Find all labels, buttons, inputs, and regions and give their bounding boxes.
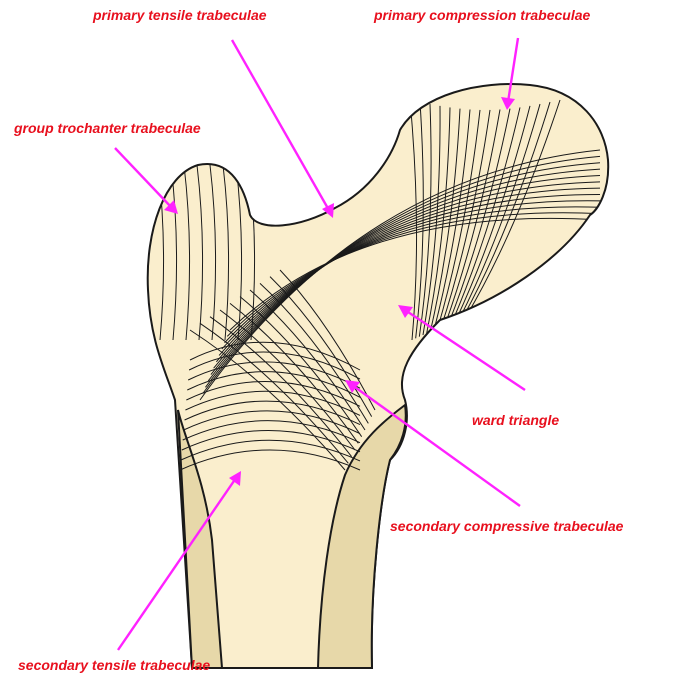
arrow-group-trochanter (115, 148, 172, 208)
label-group-trochanter: group trochanter trabeculae (13, 120, 201, 136)
label-secondary-compressive: secondary compressive trabeculae (390, 518, 624, 534)
arrow-primary-tensile (232, 40, 330, 212)
label-primary-compression: primary compression trabeculae (373, 7, 591, 23)
femur-outline (148, 84, 609, 668)
label-primary-tensile: primary tensile trabeculae (92, 7, 267, 23)
arrow-ward-triangle (405, 310, 525, 390)
label-ward-triangle: ward triangle (472, 412, 559, 428)
label-secondary-tensile: secondary tensile trabeculae (18, 657, 210, 673)
